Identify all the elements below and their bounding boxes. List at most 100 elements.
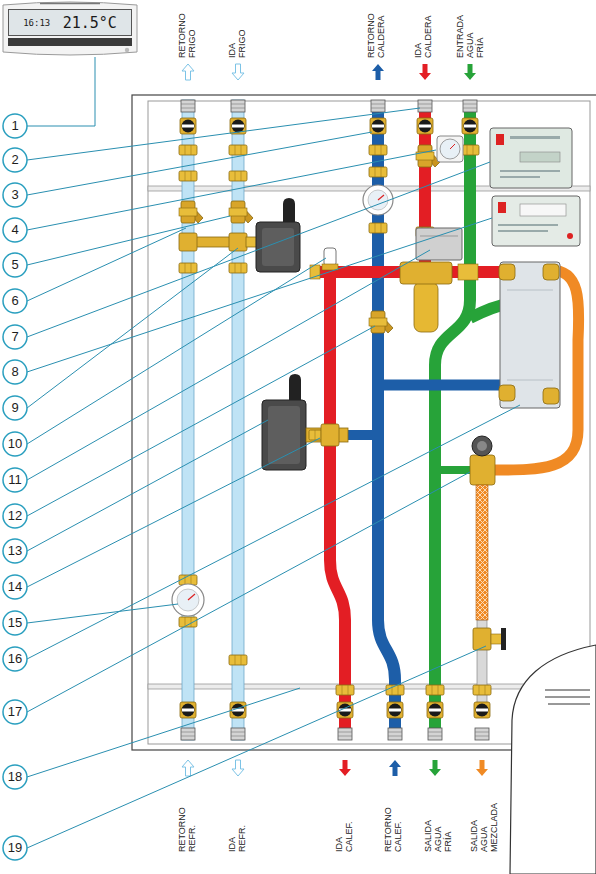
top-flow-arrows — [182, 64, 194, 80]
leader-line — [27, 472, 470, 712]
top-flow-arrows — [372, 64, 384, 80]
pipe-label: RETORNO REFR. — [178, 807, 198, 852]
caldera-fittings — [475, 728, 489, 740]
room-thermostat — [40, 3, 100, 5]
leader-line — [27, 326, 375, 516]
frigo-fittings — [180, 118, 196, 134]
circulation-pump — [256, 222, 300, 272]
cabinet — [148, 101, 590, 744]
callout-circle — [3, 114, 27, 860]
callout-circle — [3, 611, 27, 635]
controller-unit — [492, 196, 580, 246]
callout-number: 1 — [3, 114, 27, 138]
callout-circle — [3, 836, 27, 860]
caldera-fittings — [416, 145, 440, 167]
callout-circle — [3, 432, 27, 456]
controller-unit — [498, 224, 558, 226]
pipes — [345, 430, 378, 440]
bottom-flow-arrows — [339, 760, 351, 776]
circulation-pump — [262, 374, 348, 470]
purge-valve — [310, 248, 338, 279]
leader-line — [27, 405, 520, 659]
three-way-valve — [414, 282, 438, 332]
callout-circle — [3, 765, 27, 789]
caldera-fittings — [428, 728, 442, 740]
top-flow-arrows — [419, 64, 431, 80]
callout-number: 11 — [3, 468, 27, 492]
thermostatic-mixing-valve — [501, 628, 506, 650]
controller-unit — [498, 230, 548, 232]
callout-number: 13 — [3, 539, 27, 563]
caldera-fittings — [463, 100, 477, 112]
callout-circle — [3, 218, 27, 242]
three-way-valve — [416, 228, 462, 260]
leader-line — [27, 57, 95, 126]
callout-number: 14 — [3, 575, 27, 599]
frigo-fittings — [179, 100, 258, 740]
thermostatic-mixing-valve — [473, 685, 491, 695]
thermostatic-mixing-valve — [470, 436, 506, 695]
callout-circle — [3, 325, 27, 349]
thermostatic-mixing-valve — [472, 436, 492, 456]
callout-circle — [3, 504, 27, 528]
callout-number: 7 — [3, 325, 27, 349]
frigo-fittings — [180, 702, 196, 718]
pipe-label: SALIDA AGUA FRÍA — [424, 820, 454, 852]
caldera-fittings — [417, 118, 433, 134]
thermostatic-mixing-valve — [473, 628, 491, 650]
caldera-fittings — [427, 702, 443, 718]
bottom-flow-arrows — [182, 760, 194, 776]
leader-line — [27, 57, 520, 848]
frigo-fittings — [231, 100, 245, 112]
callout-circle — [3, 539, 27, 563]
cabinet — [132, 95, 596, 750]
caldera-fittings — [378, 195, 384, 200]
leader-line — [27, 132, 372, 195]
caldera-fittings — [369, 145, 387, 155]
circulation-pump — [283, 198, 295, 222]
heat-meter — [172, 584, 204, 616]
cabinet-lid — [545, 690, 590, 704]
caldera-fittings — [369, 311, 393, 333]
plate-heat-exchanger — [499, 264, 515, 280]
frigo-fittings — [229, 263, 247, 273]
callout-number: 17 — [3, 700, 27, 724]
cabinet — [132, 95, 596, 750]
top-flow-arrows — [464, 64, 476, 80]
callout-number: 10 — [3, 432, 27, 456]
cabinet-lid — [510, 645, 596, 874]
callout-number: 19 — [3, 836, 27, 860]
bottom-flow-arrows — [389, 760, 401, 776]
frigo-fittings — [179, 201, 203, 223]
leader-line — [27, 250, 430, 480]
three-way-valve — [400, 228, 478, 332]
controller-unit — [567, 233, 573, 239]
pipe-label: RETORNO CALDERA — [367, 13, 387, 58]
thermostatic-mixing-valve — [476, 485, 488, 620]
heat-meter — [172, 584, 204, 616]
bottom-flow-arrows — [476, 760, 488, 776]
leader-line — [27, 688, 300, 777]
callout-number: 15 — [3, 611, 27, 635]
controller-unit — [500, 170, 560, 172]
controller-unit — [500, 176, 540, 178]
frigo-fittings — [179, 145, 197, 155]
callout-number: 9 — [3, 396, 27, 420]
room-thermostat — [3, 2, 137, 55]
frigo-fittings — [229, 171, 247, 181]
caldera-fittings — [426, 685, 444, 695]
callout-number: 4 — [3, 218, 27, 242]
pipe-label: IDA FRIGO — [228, 30, 248, 59]
controller-unit — [492, 196, 580, 246]
thermostatic-mixing-valve — [477, 441, 487, 451]
cabinet-lid — [510, 645, 596, 874]
room-thermostat — [8, 38, 132, 46]
callout-number: 6 — [3, 289, 27, 313]
controller-unit — [498, 202, 506, 213]
callout-circle — [3, 289, 27, 313]
callout-circle — [3, 468, 27, 492]
plate-heat-exchanger — [500, 262, 560, 408]
callout-circle — [3, 700, 27, 724]
pipe-label: RETORNO FRIGO — [178, 13, 198, 58]
frigo-fittings — [179, 617, 197, 627]
